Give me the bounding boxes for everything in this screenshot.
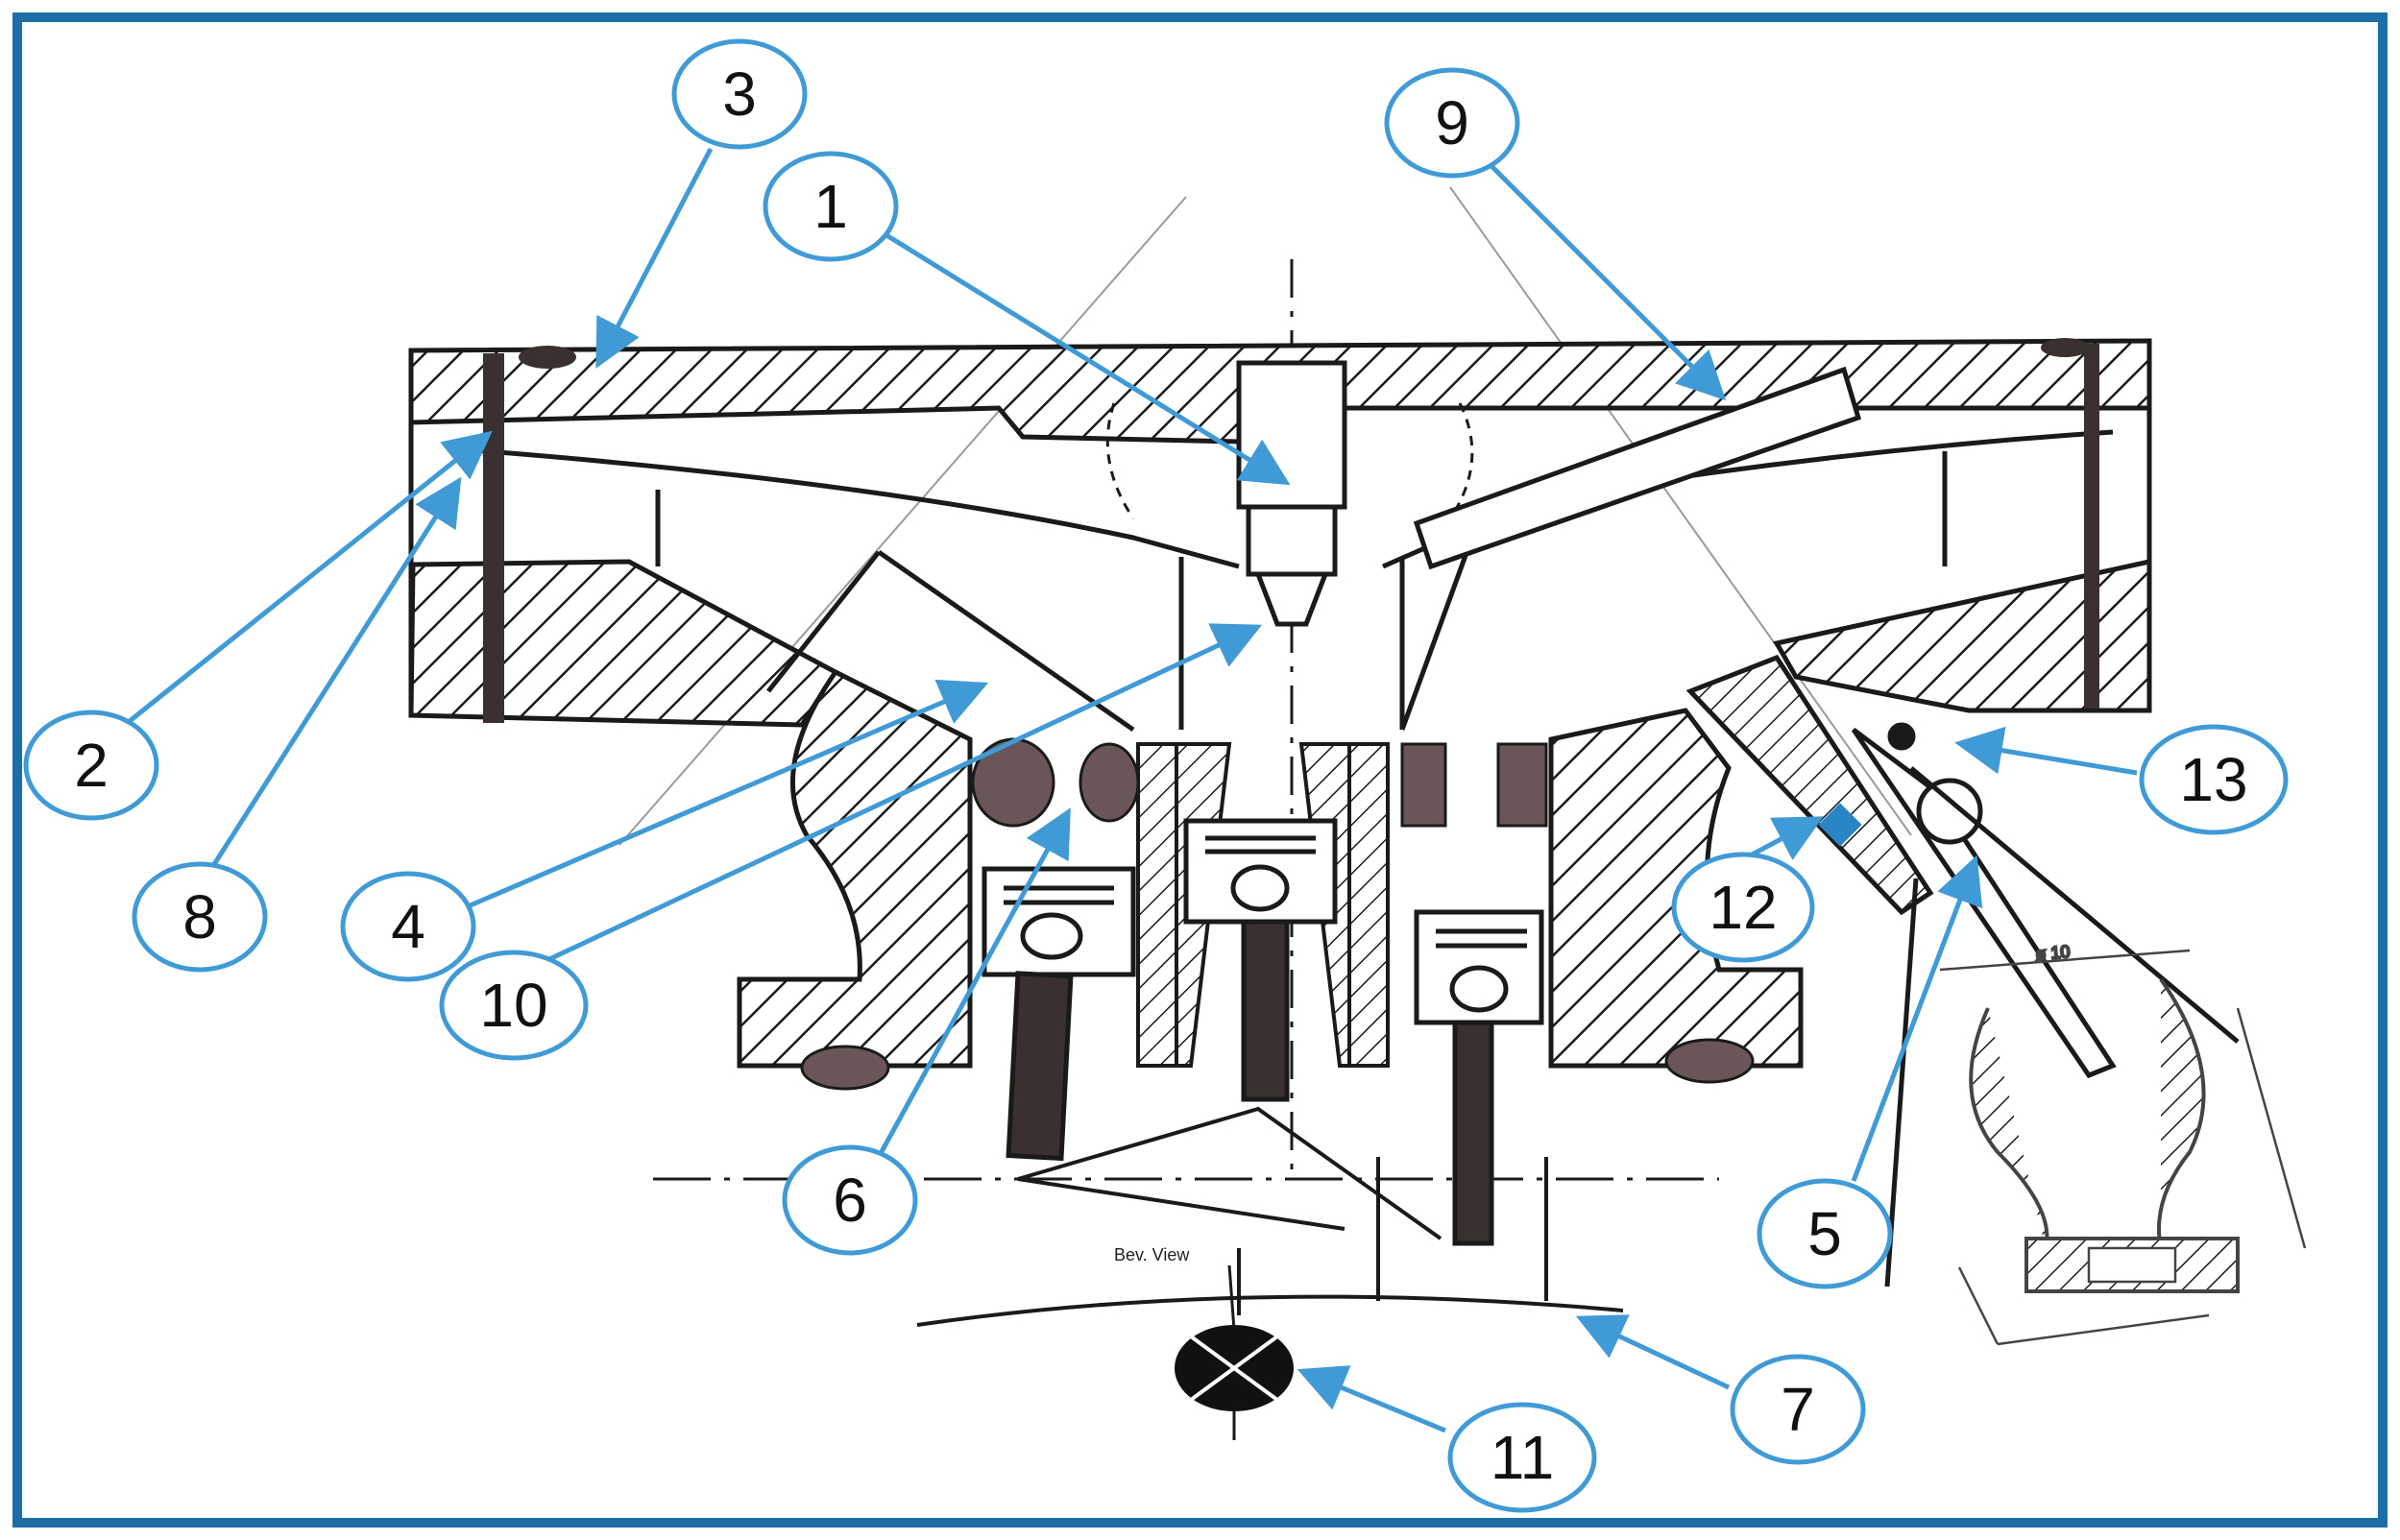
svg-text:ø 10: ø 10 xyxy=(2035,942,2072,964)
svg-text:1: 1 xyxy=(813,172,848,241)
arrow-6 xyxy=(876,807,1071,1159)
svg-text:2: 2 xyxy=(74,731,109,800)
arrow-5 xyxy=(1851,854,1983,1182)
head-seal-left xyxy=(519,346,576,369)
side-tube xyxy=(1685,654,2240,1287)
head-seal-right xyxy=(2041,338,2089,357)
svg-text:8: 8 xyxy=(182,882,217,951)
svg-text:4: 4 xyxy=(391,892,425,961)
svg-text:12: 12 xyxy=(1709,873,1777,942)
glow-plug-rod xyxy=(1413,366,1862,570)
arrow-1 xyxy=(877,228,1291,486)
callout-6: 6 xyxy=(782,1144,918,1256)
callout-7: 7 xyxy=(1730,1354,1866,1465)
svg-text:3: 3 xyxy=(722,60,757,129)
callouts: 1 2 3 4 5 6 7 8 9 10 11 12 13 xyxy=(23,38,2289,1513)
callout-1: 1 xyxy=(763,151,899,262)
piston-left xyxy=(982,866,1136,1162)
ball-set xyxy=(800,737,1755,1091)
left-bolt xyxy=(483,353,504,723)
arrow-9 xyxy=(1482,156,1727,401)
arrow-13 xyxy=(1954,726,2138,776)
leader-arrows xyxy=(123,147,2138,1433)
callout-12: 12 xyxy=(1671,852,1815,963)
arrow-10 xyxy=(545,623,1263,963)
svg-text:5: 5 xyxy=(1807,1199,1842,1268)
svg-text:6: 6 xyxy=(833,1166,867,1235)
inset-detail: ø 10 xyxy=(1939,941,2307,1346)
callout-9: 9 xyxy=(1384,67,1520,179)
bev-view-label: Bev. View xyxy=(1114,1245,1190,1264)
callout-10: 10 xyxy=(439,950,589,1061)
svg-text:11: 11 xyxy=(1491,1423,1554,1492)
bev-view-marker: Bev. View xyxy=(1114,1245,1294,1440)
svg-text:10: 10 xyxy=(479,971,547,1040)
piston-center xyxy=(1183,818,1338,1102)
callout-2: 2 xyxy=(23,710,159,821)
linkage xyxy=(916,1106,1624,1327)
right-bolt xyxy=(2084,344,2099,709)
piston-right xyxy=(1414,909,1544,1246)
arrow-3 xyxy=(595,147,714,369)
callout-13: 13 xyxy=(2139,724,2289,835)
arrow-4 xyxy=(465,679,989,910)
left-bowl xyxy=(737,668,973,1069)
svg-text:9: 9 xyxy=(1435,88,1469,157)
arrow-8 xyxy=(208,476,462,871)
svg-text:7: 7 xyxy=(1781,1375,1815,1444)
callout-4: 4 xyxy=(340,871,476,982)
svg-text:13: 13 xyxy=(2179,745,2247,814)
callout-5: 5 xyxy=(1757,1178,1893,1289)
cylinder-wall-left xyxy=(1136,742,1178,1068)
callout-8: 8 xyxy=(132,861,268,973)
callout-3: 3 xyxy=(671,38,808,150)
arrow-7 xyxy=(1575,1314,1731,1390)
arrow-11 xyxy=(1297,1365,1446,1433)
cylinder-wall-right xyxy=(1347,742,1390,1068)
callout-11: 11 xyxy=(1447,1402,1597,1513)
